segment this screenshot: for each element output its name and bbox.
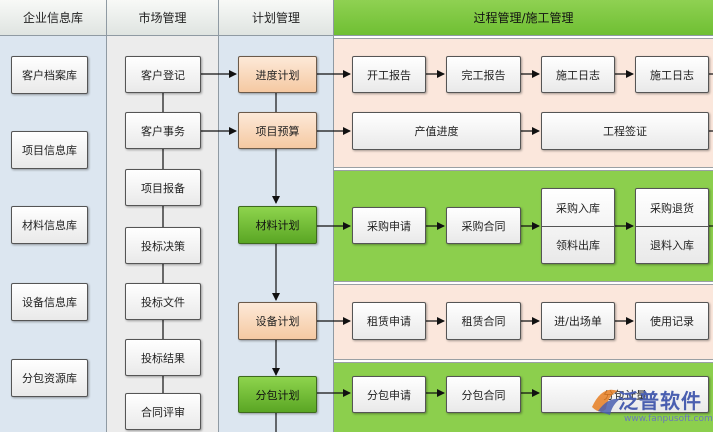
market-item-project-report[interactable]: 项目报备 — [125, 169, 201, 206]
logo-url: www.fanpusoft.com — [624, 414, 713, 424]
budget-output-progress[interactable]: 产值进度 — [352, 112, 521, 150]
material-purchase-inbound[interactable]: 采购入库 — [542, 189, 614, 227]
subcontract-contract[interactable]: 分包合同 — [446, 376, 521, 413]
market-item-customer-affairs[interactable]: 客户事务 — [125, 112, 201, 149]
subcontract-apply[interactable]: 分包申请 — [352, 376, 426, 413]
budget-engineering-visa[interactable]: 工程签证 — [541, 112, 709, 150]
enterprise-item-project-info[interactable]: 项目信息库 — [11, 131, 88, 169]
enterprise-item-material-info[interactable]: 材料信息库 — [11, 206, 88, 244]
plan-item-subcontract[interactable]: 分包计划 — [238, 376, 317, 413]
fanpu-logo: 泛普软件 www.fanpusoft.com — [588, 383, 713, 432]
enterprise-item-customer-archive[interactable]: 客户档案库 — [11, 56, 88, 94]
equipment-lease-apply[interactable]: 租赁申请 — [352, 302, 426, 340]
market-item-contract-review[interactable]: 合同评审 — [125, 393, 201, 430]
equipment-lease-contract[interactable]: 租赁合同 — [446, 302, 521, 340]
market-column-title: 市场管理 — [107, 0, 218, 36]
market-item-bid-decision[interactable]: 投标决策 — [125, 227, 201, 264]
material-return-box: 采购退货 退料入库 — [635, 188, 709, 264]
material-purchase-contract[interactable]: 采购合同 — [446, 207, 521, 244]
market-item-bid-result[interactable]: 投标结果 — [125, 339, 201, 376]
material-purchase-return[interactable]: 采购退货 — [636, 189, 708, 227]
equipment-in-out-slip[interactable]: 进/出场单 — [541, 302, 615, 340]
progress-completion-report[interactable]: 完工报告 — [446, 56, 521, 93]
subcontract-measurement[interactable]: 分包计量 — [541, 376, 709, 413]
plan-item-budget[interactable]: 项目预算 — [238, 112, 317, 149]
plan-column-title: 计划管理 — [219, 0, 333, 36]
material-inbound-issue-box: 采购入库 领料出库 — [541, 188, 615, 264]
plan-item-material[interactable]: 材料计划 — [238, 206, 317, 244]
process-column-title: 过程管理/施工管理 — [334, 0, 713, 36]
progress-start-report[interactable]: 开工报告 — [352, 56, 426, 93]
material-purchase-apply[interactable]: 采购申请 — [352, 207, 426, 244]
material-issue-outbound[interactable]: 领料出库 — [556, 238, 600, 252]
market-item-customer-register[interactable]: 客户登记 — [125, 56, 201, 93]
enterprise-item-equipment-info[interactable]: 设备信息库 — [11, 283, 88, 321]
material-return-inbound[interactable]: 退料入库 — [650, 238, 694, 252]
fanpu-logo-icon — [592, 389, 620, 415]
enterprise-item-subcontract-resource[interactable]: 分包资源库 — [11, 359, 88, 397]
market-item-bid-document[interactable]: 投标文件 — [125, 283, 201, 320]
enterprise-column-title: 企业信息库 — [0, 0, 106, 36]
plan-item-progress[interactable]: 进度计划 — [238, 56, 317, 93]
progress-construction-log-2[interactable]: 施工日志 — [635, 56, 709, 93]
logo-text: 泛普软件 — [618, 389, 702, 413]
plan-item-equipment[interactable]: 设备计划 — [238, 302, 317, 340]
progress-construction-log[interactable]: 施工日志 — [541, 56, 615, 93]
equipment-usage-record[interactable]: 使用记录 — [635, 302, 709, 340]
